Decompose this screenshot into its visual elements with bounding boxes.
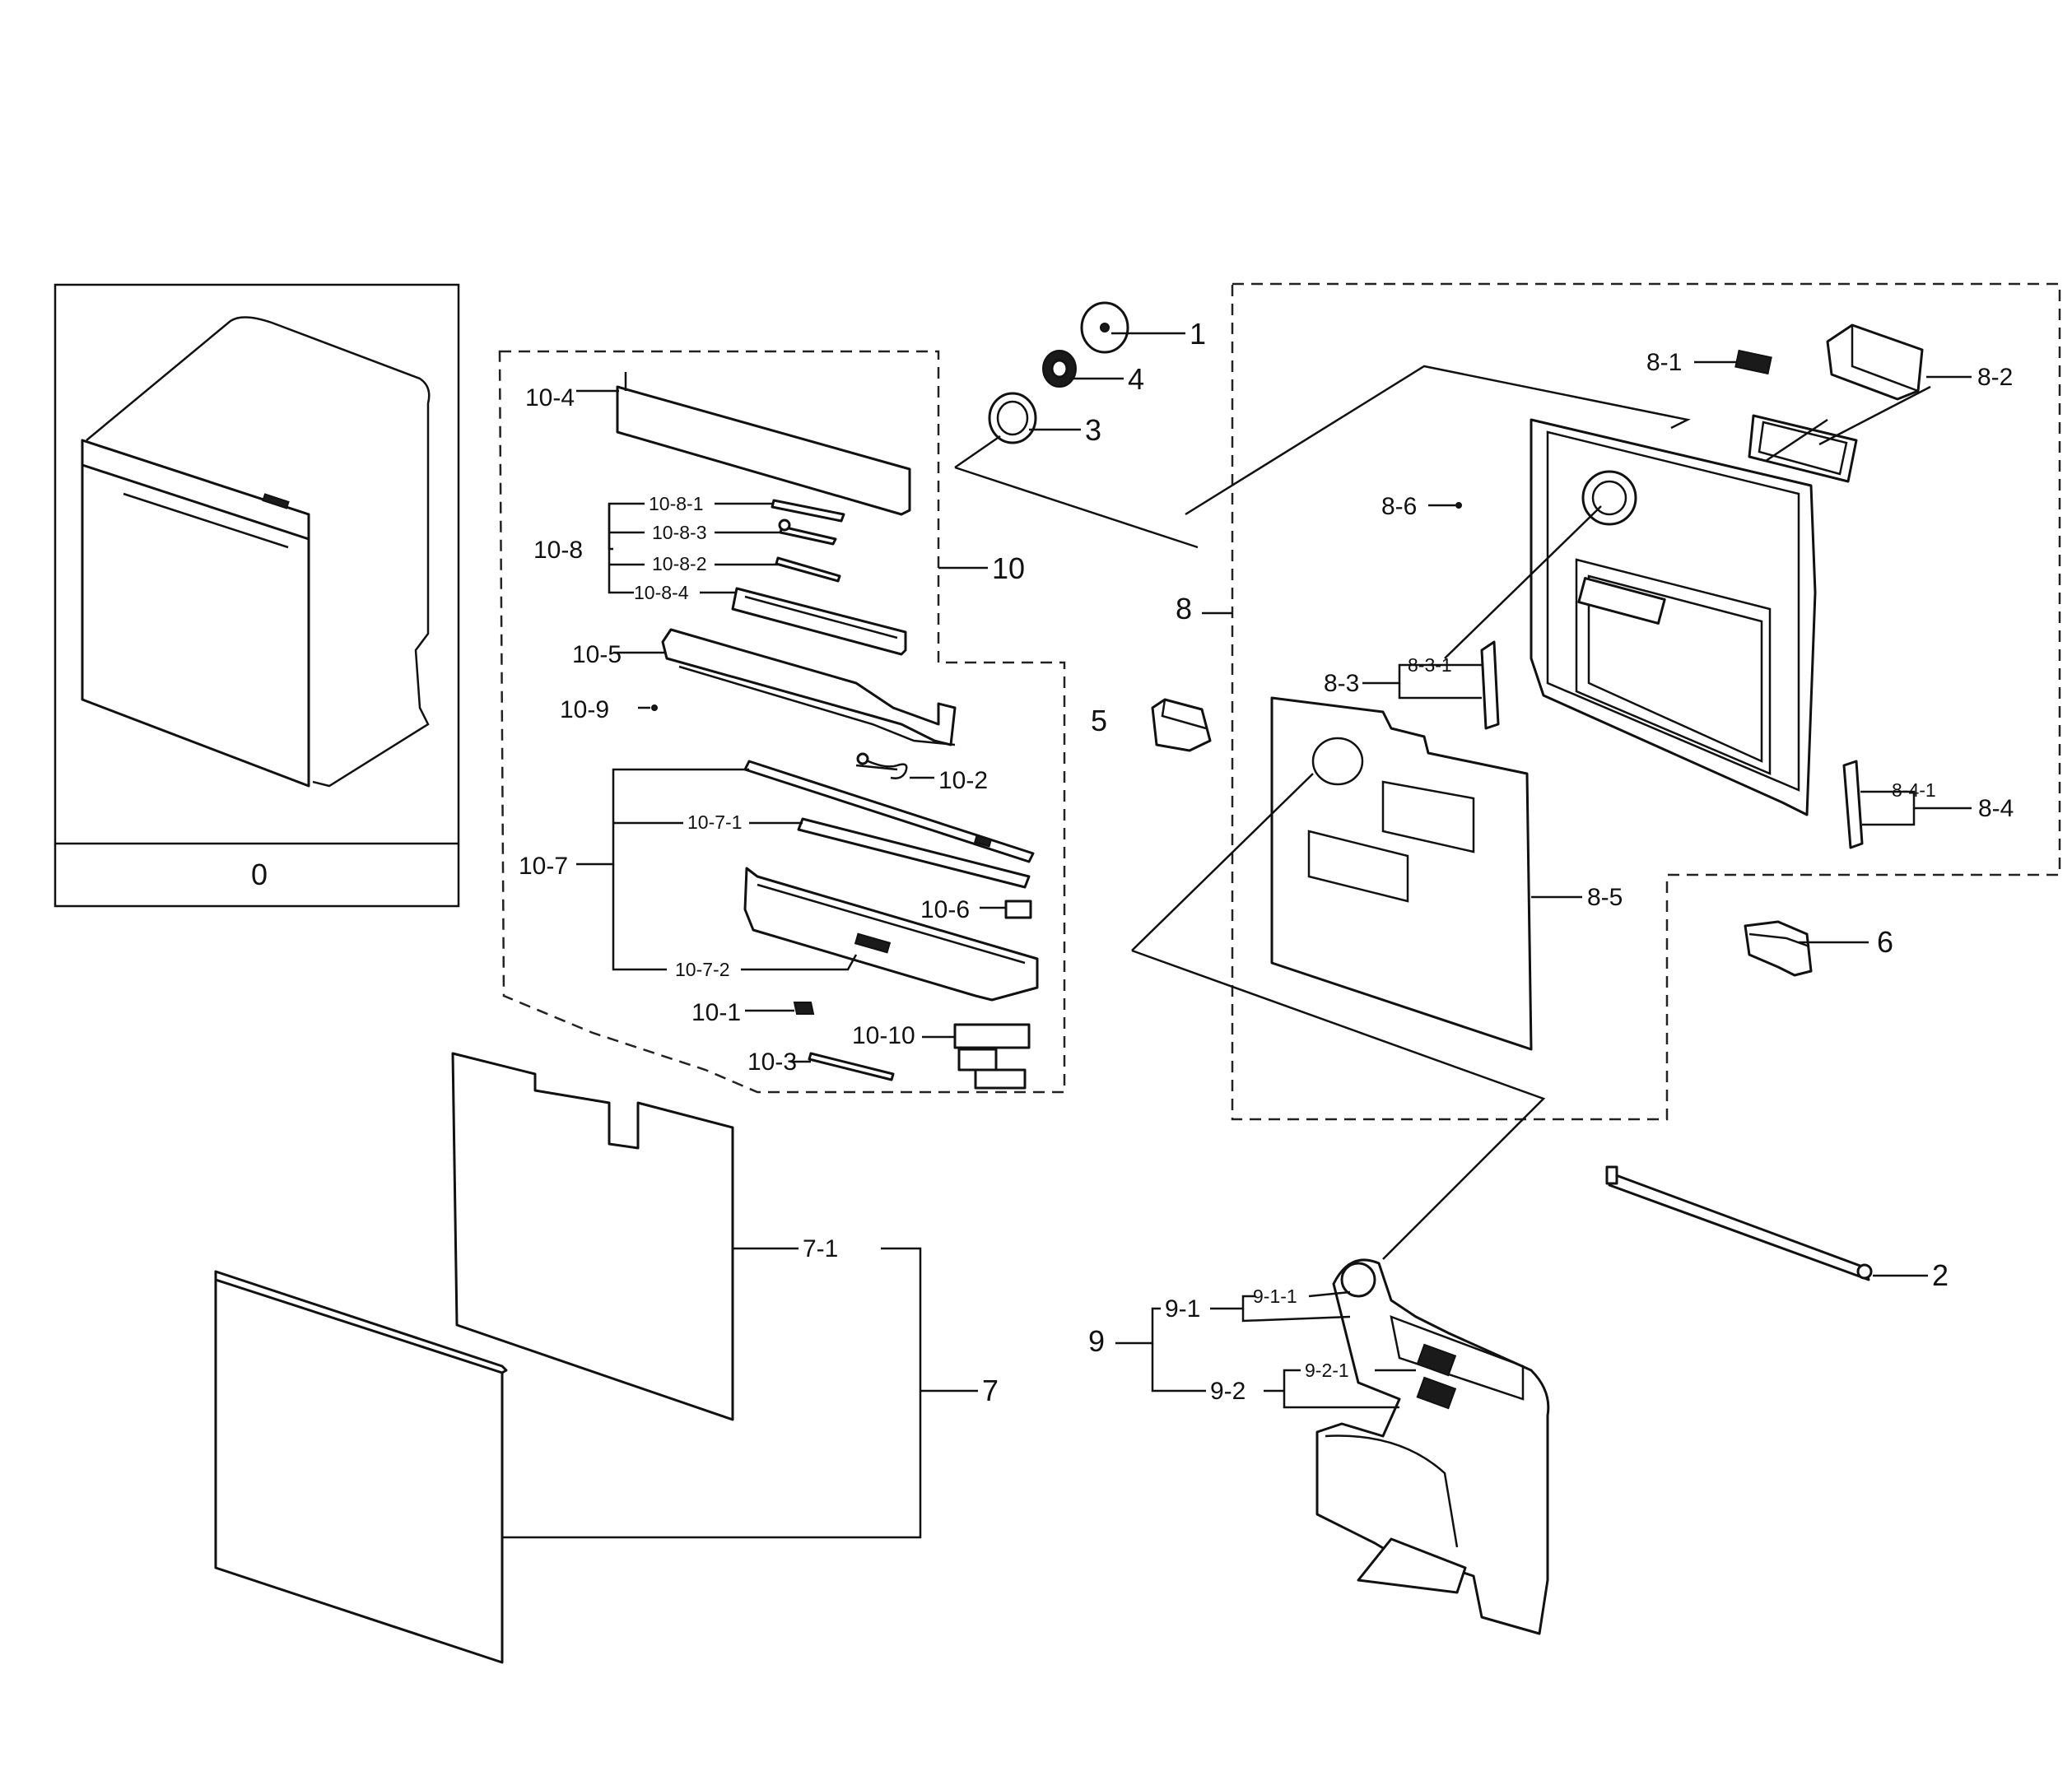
callout-9-2-1: 9-2-1 — [1305, 1360, 1349, 1381]
callout-10-7: 10-7 — [519, 853, 568, 880]
callout-10-3: 10-3 — [747, 1048, 797, 1076]
callout-10-5: 10-5 — [572, 641, 622, 668]
part-8-3-1 — [1480, 640, 1500, 730]
callout-10-9: 10-9 — [560, 696, 609, 723]
part-10-8-4 — [731, 587, 907, 656]
part-6 — [1744, 920, 1813, 977]
part-10-8-1 — [771, 499, 845, 523]
callout-1: 1 — [1190, 317, 1206, 351]
callout-10-7-2: 10-7-2 — [675, 959, 729, 980]
part-10-5 — [661, 628, 957, 746]
assembly-label: 0 — [251, 858, 268, 891]
callout-9: 9 — [1088, 1324, 1105, 1358]
part-8-1 — [1734, 349, 1772, 375]
callout-10-4: 10-4 — [525, 384, 575, 411]
part-2 — [1605, 1165, 1873, 1281]
part-8-6 — [1428, 502, 1462, 509]
part-8-2 — [1826, 323, 1924, 401]
callout-10-8-4: 10-8-4 — [634, 582, 689, 603]
group-8-outline — [1231, 282, 2061, 1121]
callout-10-8-2: 10-8-2 — [652, 553, 706, 574]
part-10-7-strip — [743, 760, 1035, 863]
callout-10-8-3: 10-8-3 — [652, 522, 706, 543]
part-3 — [988, 392, 1037, 444]
callout-10-2: 10-2 — [938, 767, 988, 794]
callout-8-4: 8-4 — [1978, 795, 2014, 822]
part-8-main-inner-door — [1530, 418, 1817, 816]
callout-8-3: 8-3 — [1324, 670, 1359, 697]
callout-10: 10 — [992, 551, 1025, 585]
part-8-5 — [1270, 696, 1533, 1051]
part-10-10 — [953, 1023, 1031, 1090]
callout-8-5: 8-5 — [1587, 884, 1623, 911]
leader-lines — [502, 332, 1972, 1539]
callout-9-1-1: 9-1-1 — [1253, 1286, 1297, 1307]
group-10-outline — [498, 350, 1066, 1094]
callout-7: 7 — [982, 1374, 999, 1407]
callout-4: 4 — [1128, 362, 1144, 396]
part-5 — [1151, 698, 1212, 752]
part-10-3 — [808, 1052, 895, 1081]
assembly-overview-box: 0 — [54, 283, 460, 908]
callout-10-7-1: 10-7-1 — [687, 811, 742, 833]
callout-8-1: 8-1 — [1646, 349, 1682, 376]
callout-10-8: 10-8 — [533, 537, 583, 564]
callout-5: 5 — [1091, 704, 1107, 737]
callout-9-2: 9-2 — [1210, 1378, 1246, 1405]
part-4 — [1042, 350, 1077, 388]
part-10-2 — [856, 752, 908, 779]
callout-3: 3 — [1085, 413, 1101, 447]
part-10-1 — [793, 1002, 815, 1015]
part-10-8-2 — [775, 556, 841, 583]
part-9 — [1315, 1258, 1550, 1635]
part-8-4-1 — [1842, 760, 1864, 849]
part-10-7-2 — [743, 867, 1039, 1002]
callout-10-6: 10-6 — [920, 896, 970, 923]
callout-2: 2 — [1932, 1258, 1949, 1292]
part-1 — [1080, 301, 1129, 354]
callout-7-1: 7-1 — [803, 1235, 838, 1262]
part-10-4 — [616, 372, 911, 516]
callout-8-4-1: 8-4-1 — [1892, 779, 1936, 801]
part-10-6 — [1004, 900, 1032, 919]
callout-9-1: 9-1 — [1165, 1295, 1200, 1323]
callout-labels: 1 4 3 5 6 2 10-4 10 10-8 10-8-1 10-8-3 1… — [519, 317, 2014, 1407]
callout-10-8-1: 10-8-1 — [649, 493, 703, 514]
callout-8-2: 8-2 — [1977, 364, 2013, 391]
callout-10-1: 10-1 — [691, 999, 741, 1026]
callout-6: 6 — [1877, 925, 1893, 959]
callout-8-3-1: 8-3-1 — [1408, 654, 1452, 676]
callout-10-10: 10-10 — [852, 1022, 915, 1049]
part-7-1 — [451, 1052, 734, 1421]
part-10-8-3 — [778, 518, 837, 546]
callout-8: 8 — [1176, 592, 1192, 625]
part-10-7-1 — [797, 817, 1031, 889]
part-8-2-gasket — [1748, 414, 1858, 483]
callout-8-6: 8-6 — [1381, 493, 1417, 520]
dishwasher-assembly-drawing — [81, 316, 431, 788]
part-10-9 — [638, 704, 658, 711]
part-7 — [214, 1270, 508, 1664]
